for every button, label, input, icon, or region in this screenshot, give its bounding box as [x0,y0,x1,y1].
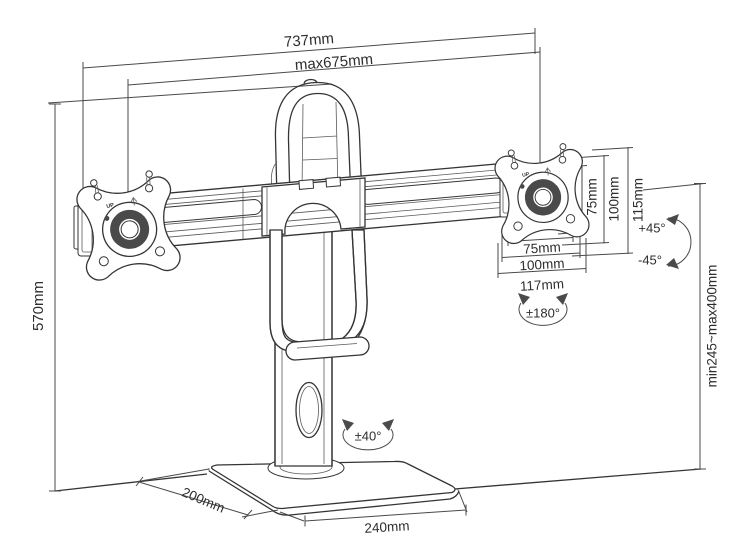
dim-plate-width-label: 117mm [520,276,565,294]
keyhole-tab-left [90,179,98,187]
angle-tilt-down-label: -45° [638,252,662,267]
dim-pole-range [642,183,706,470]
vesa-plate-left: UP [76,170,181,281]
keyhole-tab-right [559,143,567,151]
dim-overall-width [82,28,536,200]
angle-base-swivel-label: ±40° [355,428,382,443]
up-arrow-icon-right [544,167,551,176]
swivel-angle-arc [342,419,394,451]
floor-line [54,468,702,492]
dim-overall-height-label: 570mm [30,281,47,331]
dimension-lines [47,28,706,527]
dim-vesa-horizontal-75-label: 75mm [523,239,561,256]
angle-tilt-up-label: +45° [638,220,665,235]
lift-handle-grip [269,229,370,361]
keyhole-tab-right [145,170,153,178]
dim-overall-width-label: 737mm [283,30,334,51]
dim-vesa-vertical-75-label: 75mm [585,178,600,216]
center-bracket [261,176,366,237]
keyhole-tab-left [507,149,515,157]
lift-handle-top [270,78,363,201]
up-arrow-icon-left [130,196,138,206]
dim-overall-height [47,83,333,492]
angle-plate-rotation-label: ±180° [526,305,560,320]
dimension-labels: 737mm max675mm 570mm 75mm 100mm 115mm 75… [30,30,720,536]
tilt-angle-arc [666,214,692,269]
dim-base-width [279,491,468,527]
vesa-plate-right: UP [494,143,590,245]
dim-max-span [127,47,541,196]
dim-vesa-horizontal-100-label: 100mm [519,256,565,274]
dim-pole-range-label: min245~max400mm [705,265,720,388]
rotation-angle-arc [518,293,568,326]
up-label-right: UP [522,171,531,178]
dim-base-width-label: 240mm [364,518,410,536]
dim-vesa-vertical-100-label: 100mm [607,176,622,221]
dim-base-depth [134,468,279,520]
dim-plate-height-label: 115mm [631,178,646,222]
dim-base-depth-label: 200mm [180,484,227,515]
dim-max-span-label: max675mm [294,51,373,74]
up-label-left: UP [106,202,115,210]
